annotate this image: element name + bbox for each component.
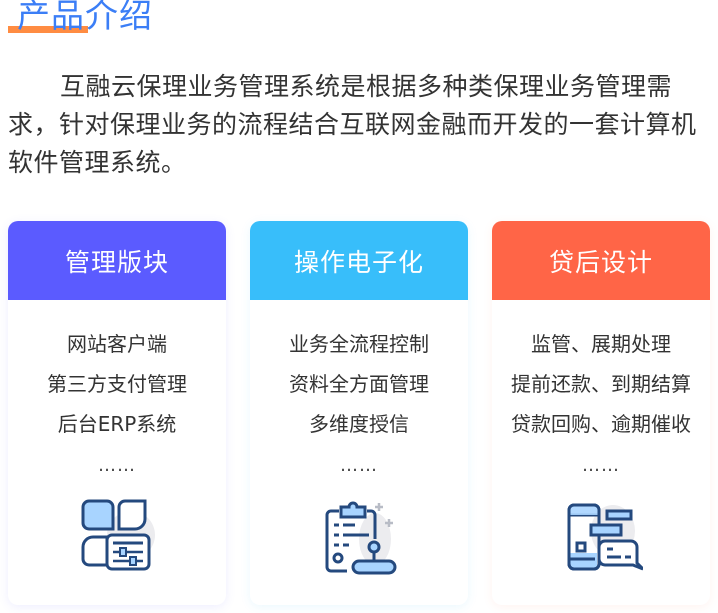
card-management: 管理版块 网站客户端 第三方支付管理 后台ERP系统 ……	[8, 221, 226, 605]
more-ellipsis: ……	[582, 455, 620, 476]
card-title: 管理版块	[64, 247, 169, 277]
more-ellipsis: ……	[98, 455, 136, 476]
clipboard-stamp-icon	[325, 501, 397, 575]
card-title: 操作电子化	[293, 247, 424, 277]
more-ellipsis: ……	[340, 455, 378, 476]
mobile-chat-icon	[567, 503, 643, 571]
card-body: 业务全流程控制 资料全方面管理 多维度授信 ……	[250, 300, 468, 476]
card-electronic: 操作电子化 业务全流程控制 资料全方面管理 多维度授信 ……	[250, 221, 468, 605]
feature-item: 第三方支付管理	[47, 372, 187, 396]
feature-item: 多维度授信	[309, 412, 409, 436]
card-header: 操作电子化	[250, 221, 468, 300]
feature-item: 贷款回购、逾期催收	[511, 412, 691, 436]
feature-item: 资料全方面管理	[289, 372, 429, 396]
intro-paragraph: 互融云保理业务管理系统是根据多种类保理业务管理需求，针对保理业务的流程结合互联网…	[8, 72, 697, 177]
card-header: 贷后设计	[492, 221, 710, 300]
feature-item: 提前还款、到期结算	[511, 372, 691, 396]
feature-item: 后台ERP系统	[57, 412, 177, 436]
card-body: 网站客户端 第三方支付管理 后台ERP系统 ……	[8, 300, 226, 476]
feature-item: 业务全流程控制	[289, 332, 429, 356]
card-post-loan: 贷后设计 监管、展期处理 提前还款、到期结算 贷款回购、逾期催收 ……	[492, 221, 710, 605]
section-header: 产品介绍	[8, 0, 152, 38]
section-title: 产品介绍	[17, 0, 153, 35]
dashboard-widgets-icon	[81, 499, 155, 571]
feature-item: 网站客户端	[67, 332, 167, 356]
card-body: 监管、展期处理 提前还款、到期结算 贷款回购、逾期催收 ……	[492, 300, 710, 476]
title-underline	[8, 26, 88, 33]
card-title: 贷后设计	[548, 247, 653, 277]
feature-cards: 管理版块 网站客户端 第三方支付管理 后台ERP系统 …… 操作电子化 业务全流…	[8, 221, 710, 605]
feature-item: 监管、展期处理	[531, 332, 671, 356]
card-header: 管理版块	[8, 221, 226, 300]
